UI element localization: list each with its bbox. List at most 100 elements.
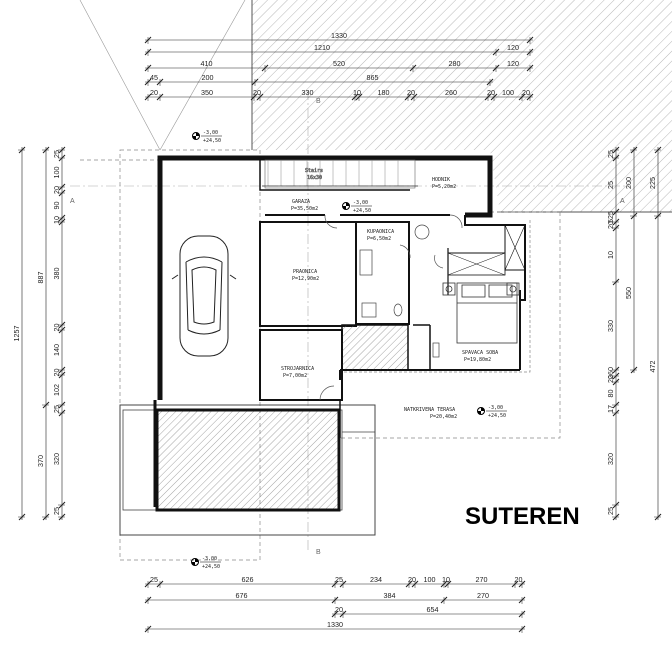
room-kupaonica-name: KUPAONICA xyxy=(367,229,394,235)
level-terrace-b: +24,50 xyxy=(488,413,506,419)
top-dim-row4-label: 200 xyxy=(202,73,214,82)
left-dim-inner-label: 25 xyxy=(52,405,61,413)
axis-a-left-label: A xyxy=(70,198,75,205)
level-marker-garage: -3,00 +24,50 xyxy=(342,200,372,214)
right-dim-inner-label: 10 xyxy=(606,251,615,259)
axis-a-right-label: A xyxy=(620,198,625,205)
left-dim-inner-label: 20 xyxy=(52,369,61,377)
bottom-dim-row1-label: 626 xyxy=(242,575,254,584)
room-hodnik-area: P=5,20m2 xyxy=(432,184,456,190)
top-dim-row5-label: 350 xyxy=(201,88,213,97)
left-dim-inner-label: 102 xyxy=(52,384,61,396)
top-dim-row5-label: 20 xyxy=(253,88,261,97)
top-dim-row5-label: 20 xyxy=(487,88,495,97)
left-dim-inner-label: 100 xyxy=(52,167,61,179)
top-dim-row4-label: 45 xyxy=(150,73,158,82)
bottom-dim-row1-label: 25 xyxy=(335,575,343,584)
right-dim-mid-label: 200 xyxy=(624,177,633,189)
bottom-dim-row2-label: 676 xyxy=(236,591,248,600)
door-arcs xyxy=(319,214,463,401)
bottom-dim-row1-label: 20 xyxy=(408,575,416,584)
left-dim-inner-label: 25 xyxy=(52,150,61,158)
bathroom-fixtures xyxy=(359,224,440,358)
right-dim-inner-label: 525 xyxy=(606,211,615,223)
left-dim-inner-label: 90 xyxy=(52,202,61,210)
room-praonica-area: P=12,90m2 xyxy=(292,276,319,282)
top-dim-row5-label: 180 xyxy=(378,88,390,97)
right-dim-inner-label: 25 xyxy=(606,181,615,189)
right-dim-inner-label: 20 xyxy=(606,375,615,383)
top-dim-row5-label: 20 xyxy=(150,88,158,97)
right-dim-inner-label: 320 xyxy=(606,453,615,465)
axis-b-top-label: B xyxy=(316,98,321,105)
bottom-dim-row1-label: 20 xyxy=(515,575,523,584)
room-praonica-name: PRAONICA xyxy=(293,269,317,275)
level-garage-b: +24,50 xyxy=(353,208,371,214)
left-dim-outer-label: 1257 xyxy=(12,326,21,342)
top-dim-row1-label: 1330 xyxy=(331,31,347,40)
top-dim-row3-label: 410 xyxy=(201,59,213,68)
left-dim-inner-label: 320 xyxy=(52,453,61,465)
level-top-b: +24,50 xyxy=(203,138,221,144)
top-dim-row3-label: 280 xyxy=(449,59,461,68)
right-dim-inner-label: 330 xyxy=(606,320,615,332)
right-dim-outer-label: 225 xyxy=(648,177,657,189)
stairs: Stairs 16x30 xyxy=(262,159,418,189)
top-dim-row5-label: 20 xyxy=(407,88,415,97)
level-bottom-a: -3,00 xyxy=(202,556,217,562)
right-dim-inner-label: 260 xyxy=(606,367,615,379)
bottom-dim-row1-label: 234 xyxy=(370,575,382,584)
left-dim-inner-label: 20 xyxy=(52,324,61,332)
level-marker-terrace: -3,00 +24,50 xyxy=(477,405,507,419)
room-garaza-name: GARAZA xyxy=(292,199,310,205)
stairs-label: Stairs xyxy=(305,168,323,174)
top-dim-row2-label: 1210 xyxy=(314,43,330,52)
bottom-dim-row1-label: 100 xyxy=(424,575,436,584)
left-dim-inner-label: 380 xyxy=(52,268,61,280)
left-dim-inner-label: 25 xyxy=(52,507,61,515)
room-spavaca-name: SPAVACA SOBA xyxy=(462,350,498,356)
pool xyxy=(119,400,376,536)
plan-title: SUTEREN xyxy=(465,503,580,530)
top-dim-row4-label: 865 xyxy=(367,73,379,82)
level-marker-top: -3,00 +24,50 xyxy=(192,130,222,144)
room-kupaonica-area: P=6,50m2 xyxy=(367,236,391,242)
left-dim-mid-label: 370 xyxy=(36,455,45,467)
bottom-dim-row1-label: 10 xyxy=(442,575,450,584)
bottom-dim-row3-label: 20 xyxy=(335,605,343,614)
walls xyxy=(157,155,526,401)
room-labels: GARAZA P=35,50m2 HODNIK P=5,20m2 KUPAONI… xyxy=(281,177,498,420)
room-hodnik-name: HODNIK xyxy=(432,177,450,183)
top-dim-row5-label: 260 xyxy=(445,88,457,97)
top-dim-row5-label: 330 xyxy=(302,88,314,97)
right-dim-inner-label: 25 xyxy=(606,150,615,158)
top-dim-row2-label: 120 xyxy=(507,43,519,52)
top-dim-row3-label: 520 xyxy=(333,59,345,68)
top-dim-row5-label: 20 xyxy=(522,88,530,97)
level-bottom-b: +24,50 xyxy=(202,564,220,570)
right-dim-inner-label: 25 xyxy=(606,507,615,515)
axis-b-bottom-label: B xyxy=(316,549,321,556)
right-dim-inner-label: 17 xyxy=(606,405,615,413)
bottom-dim-row1-label: 25 xyxy=(150,575,158,584)
room-garaza-area: P=35,50m2 xyxy=(291,206,318,212)
level-terrace-a: -3,00 xyxy=(488,405,503,411)
terrace-edge xyxy=(342,220,531,373)
top-dim-row5-label: 100 xyxy=(502,88,514,97)
left-dim-inner-label: 140 xyxy=(52,344,61,356)
bottom-dim-row3-label: 654 xyxy=(427,605,439,614)
right-dim-outer-label: 472 xyxy=(648,361,657,373)
bed xyxy=(442,282,520,344)
room-terasa-area: P=20,40m2 xyxy=(430,414,457,420)
terrain-hatch xyxy=(79,0,672,213)
right-dim-mid-label: 550 xyxy=(624,287,633,299)
right-dim-inner-label: 20 xyxy=(606,221,615,229)
room-strojarnica-name: STROJARNICA xyxy=(281,366,314,372)
top-dim-row5-label: 10 xyxy=(353,88,361,97)
bottom-dim-row1-label: 270 xyxy=(476,575,488,584)
room-strojarnica-area: P=7,00m2 xyxy=(283,373,307,379)
level-marker-bottom: -3,00 +24,50 xyxy=(191,556,221,570)
level-top-a: -3,00 xyxy=(203,130,218,136)
